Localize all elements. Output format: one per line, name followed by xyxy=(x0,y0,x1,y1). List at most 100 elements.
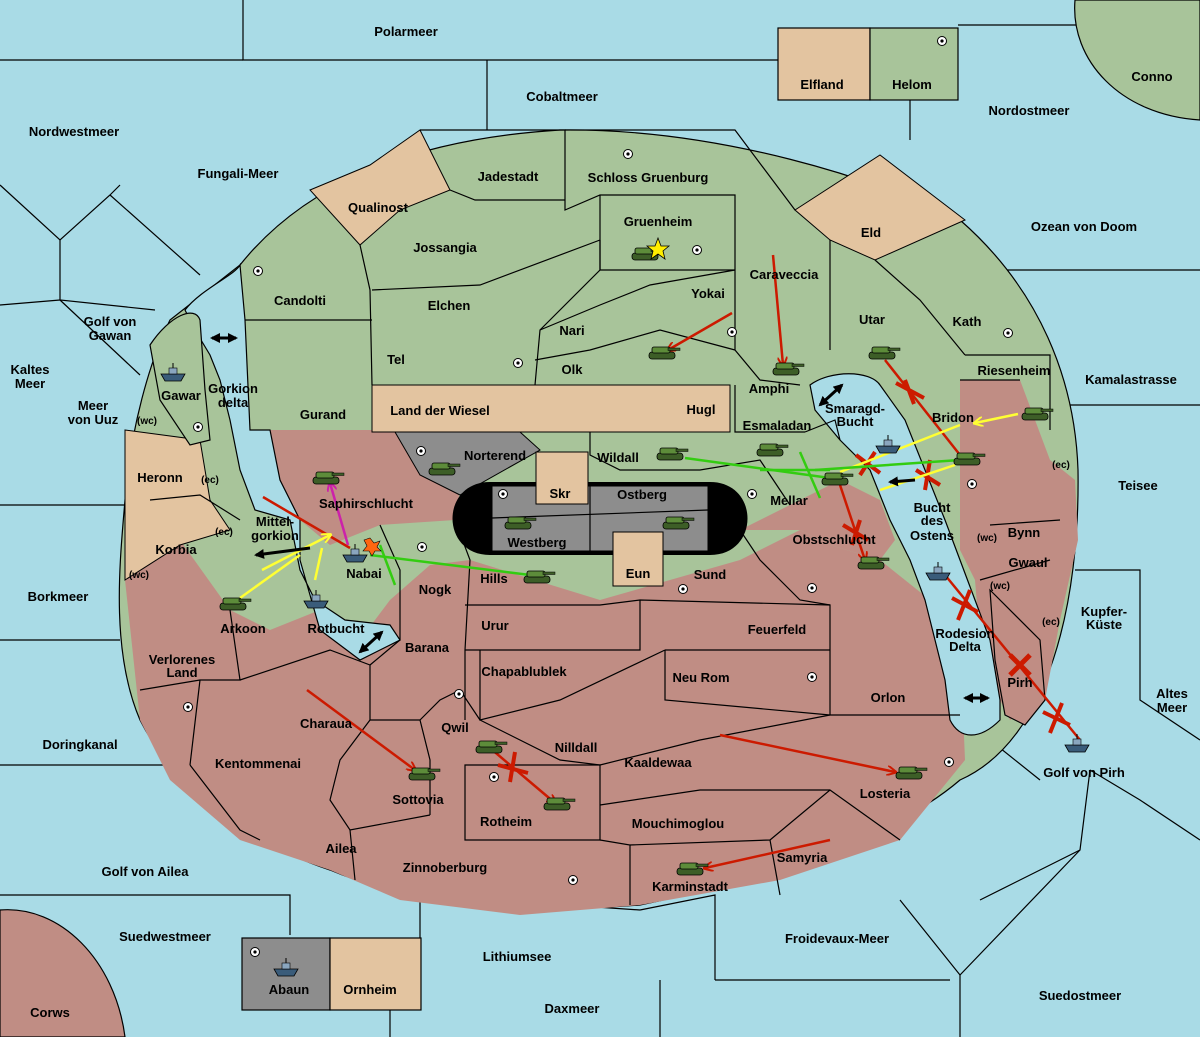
capital-star-icon xyxy=(645,236,671,260)
province-label: Nogk xyxy=(419,582,452,597)
conno-land xyxy=(1074,0,1200,121)
province-label: Losteria xyxy=(860,786,911,801)
army-tank-icon[interactable] xyxy=(857,556,890,570)
army-tank-icon[interactable] xyxy=(656,447,689,461)
army-tank-icon[interactable] xyxy=(428,462,461,476)
province-label: Qualinost xyxy=(348,200,409,215)
army-tank-icon[interactable] xyxy=(543,797,576,811)
province-label: Skr xyxy=(550,486,571,501)
province-label: Eun xyxy=(626,566,651,581)
sea-label: Conno xyxy=(1131,69,1172,84)
coast-tag: (ec) xyxy=(1042,617,1060,628)
fleet-ship-icon[interactable] xyxy=(925,562,951,581)
army-tank-icon[interactable] xyxy=(408,767,441,781)
province-label: Zinnoberburg xyxy=(403,860,488,875)
army-tank-icon[interactable] xyxy=(953,452,986,466)
province-label: Tel xyxy=(387,352,405,367)
supply-center-dot xyxy=(196,425,200,429)
fleet-ship-icon[interactable] xyxy=(1064,734,1090,753)
province-label: Wildall xyxy=(597,450,639,465)
supply-center-dot xyxy=(750,492,754,496)
province-label: Charaua xyxy=(300,716,353,731)
fleet-ship-icon[interactable] xyxy=(875,435,901,454)
army-tank-icon[interactable] xyxy=(312,471,345,485)
army-tank-icon[interactable] xyxy=(895,766,928,780)
province-label: Bynn xyxy=(1008,525,1041,540)
supply-center-dot xyxy=(501,492,505,496)
army-tank-icon[interactable] xyxy=(868,346,901,360)
province-label: Nari xyxy=(559,323,584,338)
province-label: Chapablublek xyxy=(481,664,567,679)
province-label: Westberg xyxy=(508,535,567,550)
fleet-ship-icon[interactable] xyxy=(160,363,186,382)
supply-center-dot xyxy=(970,482,974,486)
province-label: Rotheim xyxy=(480,814,532,829)
army-tank-icon[interactable] xyxy=(219,597,252,611)
province-label: Nilldall xyxy=(555,740,598,755)
province-label: Nabai xyxy=(346,566,381,581)
army-tank-icon[interactable] xyxy=(523,570,556,584)
army-tank-icon[interactable] xyxy=(676,862,709,876)
supply-center-dot xyxy=(810,586,814,590)
province-label: Jossangia xyxy=(413,240,477,255)
province-borders xyxy=(139,129,1061,905)
province-label: Obstschlucht xyxy=(792,532,876,547)
province-label: Feuerfeld xyxy=(748,622,807,637)
province-label: Pirh xyxy=(1007,675,1032,690)
supply-center-dot xyxy=(940,39,944,43)
coast-tag: (ec) xyxy=(201,475,219,486)
province-label: Norterend xyxy=(464,448,526,463)
fleet-ship-icon[interactable] xyxy=(273,958,299,977)
army-tank-icon[interactable] xyxy=(756,443,789,457)
province-label: Gurand xyxy=(300,407,346,422)
supply-center-dot xyxy=(695,248,699,252)
province-label: Orlon xyxy=(871,690,906,705)
province-label: Esmaladan xyxy=(743,418,812,433)
sea-label: Kamalastrasse xyxy=(1085,372,1177,387)
province-label: Riesenheim xyxy=(978,363,1051,378)
units xyxy=(160,247,1090,977)
army-tank-icon[interactable] xyxy=(821,472,854,486)
red-obst xyxy=(740,480,895,560)
sea-label: Ozean von Doom xyxy=(1031,219,1137,234)
province-label: Verlorenes xyxy=(149,652,216,667)
pirh-land xyxy=(989,588,1046,726)
supply-center-dot xyxy=(810,675,814,679)
province-label: Jadestadt xyxy=(478,169,539,184)
army-tank-icon[interactable] xyxy=(648,346,681,360)
province-label: Helom xyxy=(892,77,932,92)
province-label: Bridon xyxy=(932,410,974,425)
province-label: Heronn xyxy=(137,470,183,485)
fleet-ship-icon[interactable] xyxy=(342,544,368,563)
province-label: Gawar xyxy=(161,388,201,403)
fleet-ship-icon[interactable] xyxy=(303,590,329,609)
province-label: Land der Wiesel xyxy=(390,403,490,418)
red-east xyxy=(960,380,1078,720)
province-label: Korbia xyxy=(155,542,197,557)
coast-tag: (wc) xyxy=(977,533,997,544)
army-tank-icon[interactable] xyxy=(662,516,695,530)
army-tank-icon[interactable] xyxy=(475,740,508,754)
sea-label: von Uuz xyxy=(68,412,119,427)
sea-label: Smaragd- xyxy=(825,401,885,416)
sea-label: Meer xyxy=(78,398,108,413)
army-tank-icon[interactable] xyxy=(504,516,537,530)
province-label: Utar xyxy=(859,312,885,327)
province-label: Gruenheim xyxy=(624,214,693,229)
sea-label: Meer xyxy=(15,376,45,391)
failed-marks xyxy=(497,379,1071,783)
sea-label: Küste xyxy=(1086,617,1122,632)
province-label: Gwaul xyxy=(1008,555,1047,570)
corws-land xyxy=(0,909,126,1037)
province-label: Sottovia xyxy=(392,792,444,807)
army-tank-icon[interactable] xyxy=(772,362,805,376)
supply-center-dot xyxy=(681,587,685,591)
sea-label: Delta xyxy=(949,639,982,654)
province-label: Elfland xyxy=(800,77,843,92)
sea-label: Golf von Ailea xyxy=(102,864,190,879)
supply-center-dot xyxy=(626,152,630,156)
army-tank-icon[interactable] xyxy=(1021,407,1054,421)
province-label: Arkoon xyxy=(220,621,266,636)
sea-label: Suedwestmeer xyxy=(119,929,211,944)
